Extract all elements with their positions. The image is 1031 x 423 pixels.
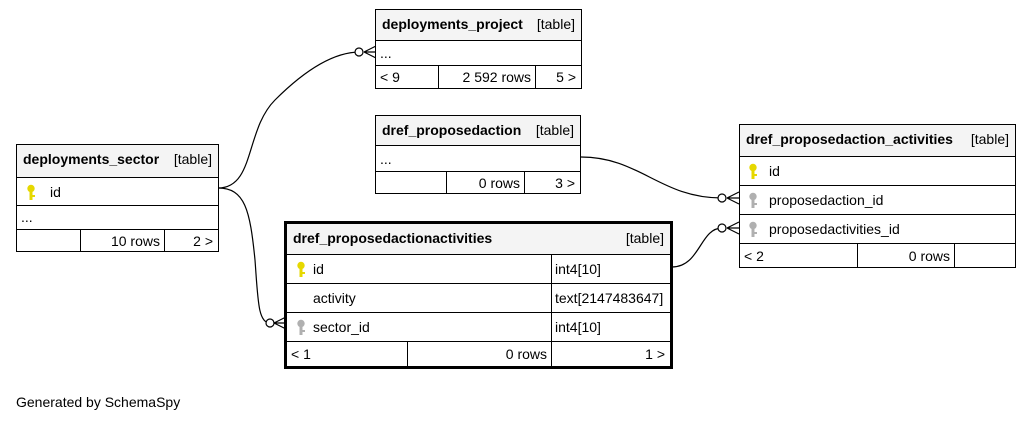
edge-end-circle: [265, 318, 275, 328]
children-count[interactable]: 3 >: [524, 172, 580, 193]
column-name: id: [769, 163, 780, 179]
parents-count[interactable]: < 1: [291, 346, 311, 362]
edge-end-circle: [717, 193, 727, 203]
table-footer-row: 0 rows 3 >: [376, 171, 580, 193]
edge-sector-to-activities: [217, 187, 271, 324]
column-type: text[2147483647]: [551, 284, 670, 312]
table-header[interactable]: dref_proposedaction_activities [table]: [740, 125, 1015, 156]
primary-key-icon: [749, 163, 757, 179]
table-dref-proposedaction-activities[interactable]: dref_proposedaction_activities [table] i…: [739, 124, 1016, 268]
edge-crowfoot: [726, 191, 740, 205]
row-count: 0 rows: [857, 244, 954, 267]
column-row[interactable]: id: [17, 177, 218, 205]
columns-placeholder: ...: [380, 45, 392, 61]
children-count[interactable]: 5 >: [535, 66, 581, 88]
row-count: 2 592 rows: [438, 66, 535, 88]
table-type-tag: [table]: [536, 16, 575, 32]
column-row[interactable]: proposedaction_id: [740, 185, 1015, 214]
column-name: id: [50, 184, 61, 200]
columns-placeholder: ...: [21, 209, 33, 225]
children-count[interactable]: [954, 244, 1015, 267]
generated-by-label: Generated by SchemaSpy: [16, 394, 181, 410]
foreign-key-icon: [297, 319, 305, 335]
table-type-tag: [table]: [625, 230, 664, 246]
edge-proposedaction-to-link: [580, 156, 723, 199]
table-name: dref_proposedactionactivities: [293, 230, 493, 246]
table-dref-proposedaction[interactable]: dref_proposedaction [table] ... 0 rows 3…: [375, 115, 581, 194]
column-row[interactable]: id int4[10]: [287, 254, 670, 283]
parents-count[interactable]: [21, 230, 79, 251]
parents-count[interactable]: [380, 172, 446, 193]
table-footer-row: < 1 0 rows 1 >: [287, 341, 670, 366]
edge-end-circle: [717, 223, 727, 233]
parents-count[interactable]: < 2: [744, 247, 764, 264]
table-name: dref_proposedaction: [382, 122, 522, 138]
columns-placeholder-row: ...: [17, 205, 218, 229]
columns-placeholder-row: ...: [376, 145, 580, 171]
row-count: 0 rows: [407, 342, 551, 366]
table-name: deployments_project: [382, 16, 523, 32]
column-name: sector_id: [313, 319, 370, 335]
column-type: int4[10]: [551, 255, 670, 283]
table-header[interactable]: deployments_sector [table]: [17, 145, 218, 177]
table-header[interactable]: deployments_project [table]: [376, 10, 581, 40]
table-type-tag: [table]: [970, 131, 1009, 147]
column-name: activity: [313, 290, 356, 306]
children-count[interactable]: 1 >: [551, 342, 670, 366]
table-dref-proposedactionactivities[interactable]: dref_proposedactionactivities [table] id…: [284, 221, 673, 369]
column-name: proposedactivities_id: [769, 221, 900, 237]
table-footer-row: < 9 2 592 rows 5 >: [376, 65, 581, 88]
foreign-key-icon: [749, 221, 757, 237]
edge-activities-to-link: [671, 227, 723, 268]
column-row[interactable]: proposedactivities_id: [740, 214, 1015, 243]
foreign-key-icon: [749, 192, 757, 208]
primary-key-icon: [27, 184, 35, 200]
primary-key-icon: [297, 261, 305, 277]
edge-end-circle: [354, 47, 364, 57]
children-count[interactable]: 2 >: [164, 230, 218, 251]
parents-count[interactable]: < 9: [380, 69, 400, 85]
column-name: proposedaction_id: [769, 192, 884, 208]
table-footer-row: < 2 0 rows: [740, 243, 1015, 267]
table-type-tag: [table]: [173, 151, 212, 167]
table-footer-row: 10 rows 2 >: [17, 229, 218, 251]
table-type-tag: [table]: [535, 122, 574, 138]
column-row[interactable]: id: [740, 156, 1015, 185]
columns-placeholder: ...: [380, 151, 392, 167]
column-row[interactable]: sector_id int4[10]: [287, 312, 670, 341]
table-deployments-project[interactable]: deployments_project [table] ... < 9 2 59…: [375, 9, 582, 89]
column-name: id: [313, 261, 324, 277]
row-count: 0 rows: [446, 172, 524, 193]
table-header[interactable]: dref_proposedactionactivities [table]: [287, 224, 670, 254]
columns-placeholder-row: ...: [376, 40, 581, 65]
column-row[interactable]: activity text[2147483647]: [287, 283, 670, 312]
table-name: dref_proposedaction_activities: [746, 131, 953, 147]
table-header[interactable]: dref_proposedaction [table]: [376, 116, 580, 145]
row-count: 10 rows: [80, 230, 164, 251]
table-deployments-sector[interactable]: deployments_sector [table] id ... 10 row…: [16, 144, 219, 252]
column-type: int4[10]: [551, 313, 670, 341]
edge-crowfoot: [726, 221, 740, 235]
table-name: deployments_sector: [23, 151, 160, 167]
edge-sector-to-project: [217, 51, 361, 189]
edge-crowfoot: [363, 45, 377, 59]
